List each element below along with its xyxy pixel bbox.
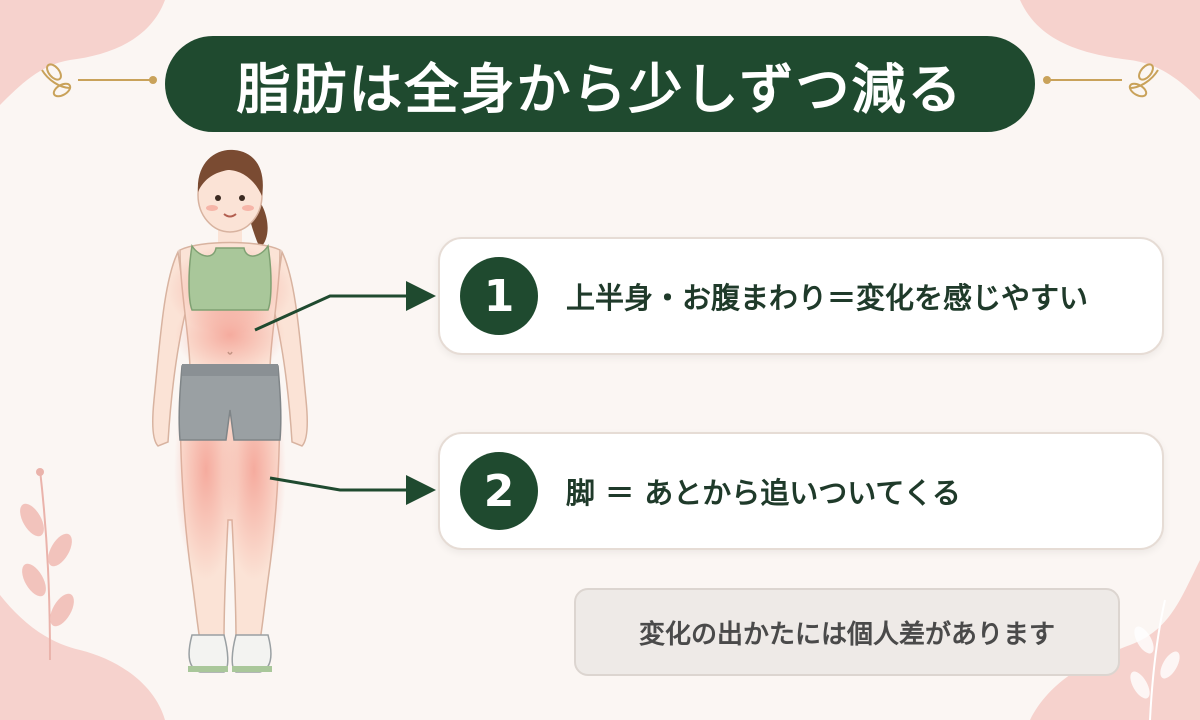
corner-blob-bottom-right — [1030, 560, 1200, 720]
corner-blob-top-left — [0, 0, 165, 105]
point-number-badge: 1 — [460, 257, 538, 335]
leaf-sprig-left — [20, 468, 74, 660]
page-title: 脂肪は全身から少しずつ減る — [165, 36, 1035, 132]
title-ornament-right — [1043, 63, 1159, 98]
arrow-upper-body — [254, 281, 436, 332]
point-card-1: 1 上半身・お腹まわり＝変化を感じやすい — [438, 237, 1164, 355]
leaf-sprig-right — [1130, 599, 1180, 720]
corner-blob-top-right — [1020, 0, 1200, 100]
title-ornament-left — [41, 63, 157, 98]
point-number-badge: 2 — [460, 452, 538, 530]
point-text: 上半身・お腹まわり＝変化を感じやすい — [566, 281, 1089, 315]
individual-difference-note: 変化の出かたには個人差があります — [574, 588, 1120, 676]
point-card-2: 2 脚 ＝ あとから追いついてくる — [438, 432, 1164, 550]
woman-body-illustration — [152, 149, 308, 673]
corner-blob-bottom-left — [0, 595, 165, 720]
arrow-legs — [269, 475, 436, 505]
point-text: 脚 ＝ あとから追いついてくる — [566, 476, 961, 510]
